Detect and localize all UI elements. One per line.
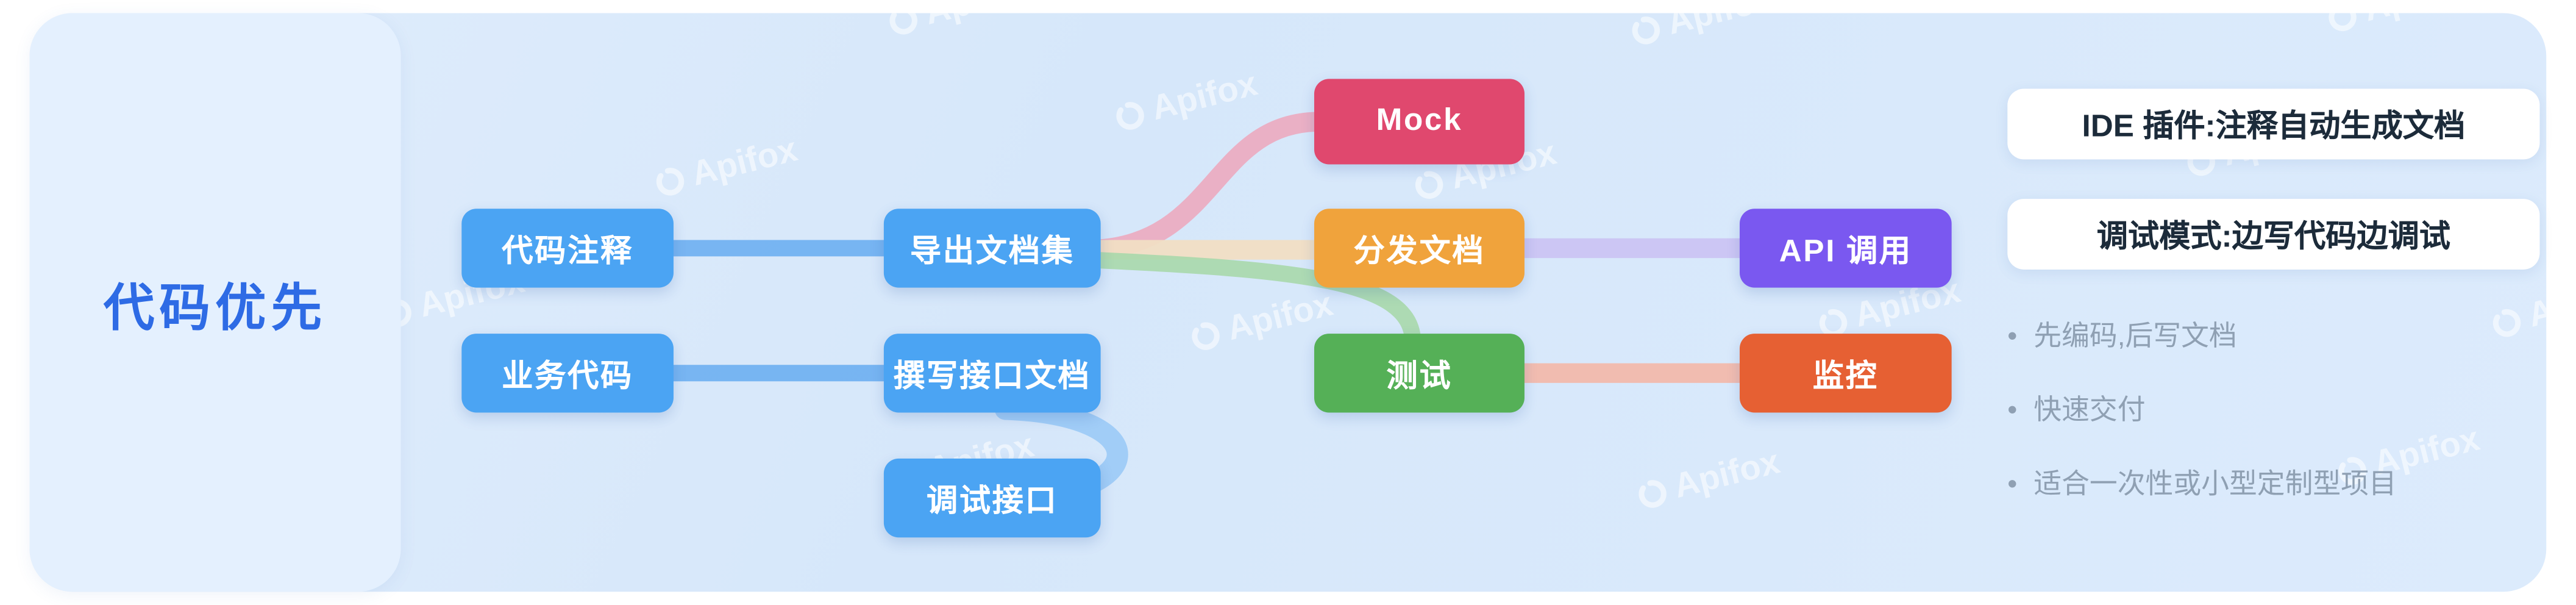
- apifox-logo-icon: [2492, 309, 2521, 337]
- apifox-watermark: Apifox: [884, 13, 1035, 43]
- node-code-comments: 代码注释: [461, 209, 674, 288]
- apifox-logo-icon: [2338, 457, 2366, 485]
- bullet-text: 先编码,后写文档: [2033, 320, 2237, 352]
- node-label: 导出文档集: [909, 234, 1075, 269]
- callout-text: 调试模式:边写代码边调试: [2096, 220, 2451, 255]
- bullet-item: • 适合一次性或小型定制型项目: [2007, 464, 2543, 504]
- node-label: 撰写接口文档: [894, 359, 1091, 394]
- apifox-logo-icon: [1632, 16, 1660, 45]
- node-debug-api: 调试接口: [883, 458, 1101, 538]
- node-write-api-doc: 撰写接口文档: [883, 334, 1101, 413]
- callout-list: IDE 插件:注释自动生成文档调试模式:边写代码边调试: [2007, 88, 2543, 270]
- bullet-text: 适合一次性或小型定制型项目: [2033, 468, 2397, 500]
- watermark-text: Apifox: [2360, 13, 2474, 31]
- apifox-watermark: Apifox: [651, 131, 802, 204]
- node-label: 调试接口: [926, 484, 1058, 519]
- node-monitor: 监控: [1740, 334, 1952, 413]
- apifox-logo-icon: [2329, 13, 2357, 32]
- bullet-dot-icon: •: [2007, 320, 2018, 352]
- left-panel: 代码优先: [29, 13, 401, 592]
- apifox-logo-icon: [1638, 480, 1667, 508]
- apifox-logo-icon: [1192, 322, 1220, 350]
- node-label: 分发文档: [1353, 234, 1485, 269]
- apifox-logo-icon: [1116, 102, 1144, 130]
- callout-pill: IDE 插件:注释自动生成文档: [2007, 88, 2540, 160]
- apifox-logo-icon: [656, 168, 685, 196]
- watermark-text: Apifox: [688, 131, 802, 194]
- node-label: 业务代码: [502, 359, 633, 394]
- node-test: 测试: [1314, 334, 1525, 413]
- node-business-code: 业务代码: [461, 334, 674, 413]
- watermark-text: Apifox: [921, 13, 1034, 34]
- bullet-list: • 先编码,后写文档 • 快速交付 • 适合一次性或小型定制型项目: [2007, 315, 2543, 504]
- bullet-item: • 快速交付: [2007, 390, 2543, 431]
- node-distribute-doc: 分发文档: [1314, 209, 1525, 288]
- right-column: IDE 插件:注释自动生成文档调试模式:边写代码边调试 • 先编码,后写文档 • 快速…: [2007, 88, 2543, 538]
- apifox-watermark: Apifox: [2324, 13, 2474, 40]
- watermark-text: Apifox: [1663, 13, 1777, 45]
- apifox-logo-icon: [889, 13, 917, 35]
- apifox-watermark: Apifox: [2488, 272, 2546, 345]
- node-mock: Mock: [1314, 79, 1525, 165]
- watermark-text: Apifox: [1670, 443, 1784, 506]
- callout-pill: 调试模式:边写代码边调试: [2007, 199, 2540, 270]
- apifox-watermark: Apifox: [2333, 420, 2484, 493]
- node-label: 测试: [1386, 359, 1453, 394]
- apifox-watermark: Apifox: [1627, 13, 1777, 54]
- bullet-item: • 先编码,后写文档: [2007, 315, 2543, 356]
- bullet-text: 快速交付: [2033, 394, 2146, 426]
- apifox-watermark: Apifox: [1410, 134, 1560, 207]
- apifox-watermark: Apifox: [1634, 443, 1784, 517]
- callout-text: IDE 插件:注释自动生成文档: [2082, 110, 2466, 145]
- watermark-text: Apifox: [1148, 65, 1261, 128]
- apifox-logo-icon: [1819, 309, 1848, 337]
- apifox-watermark: Apifox: [1814, 272, 1965, 345]
- apifox-watermark: Apifox: [1111, 65, 1262, 138]
- diagram-title: 代码优先: [103, 278, 327, 337]
- node-label: Mock: [1376, 103, 1463, 138]
- apifox-logo-icon: [1415, 171, 1443, 199]
- node-export-doc-set: 导出文档集: [883, 209, 1101, 288]
- node-api-call: API 调用: [1740, 209, 1952, 288]
- node-label: 监控: [1812, 359, 1879, 394]
- node-label: API 调用: [1779, 234, 1912, 269]
- bullet-dot-icon: •: [2007, 468, 2018, 500]
- bullet-dot-icon: •: [2007, 394, 2018, 426]
- node-label: 代码注释: [502, 234, 633, 269]
